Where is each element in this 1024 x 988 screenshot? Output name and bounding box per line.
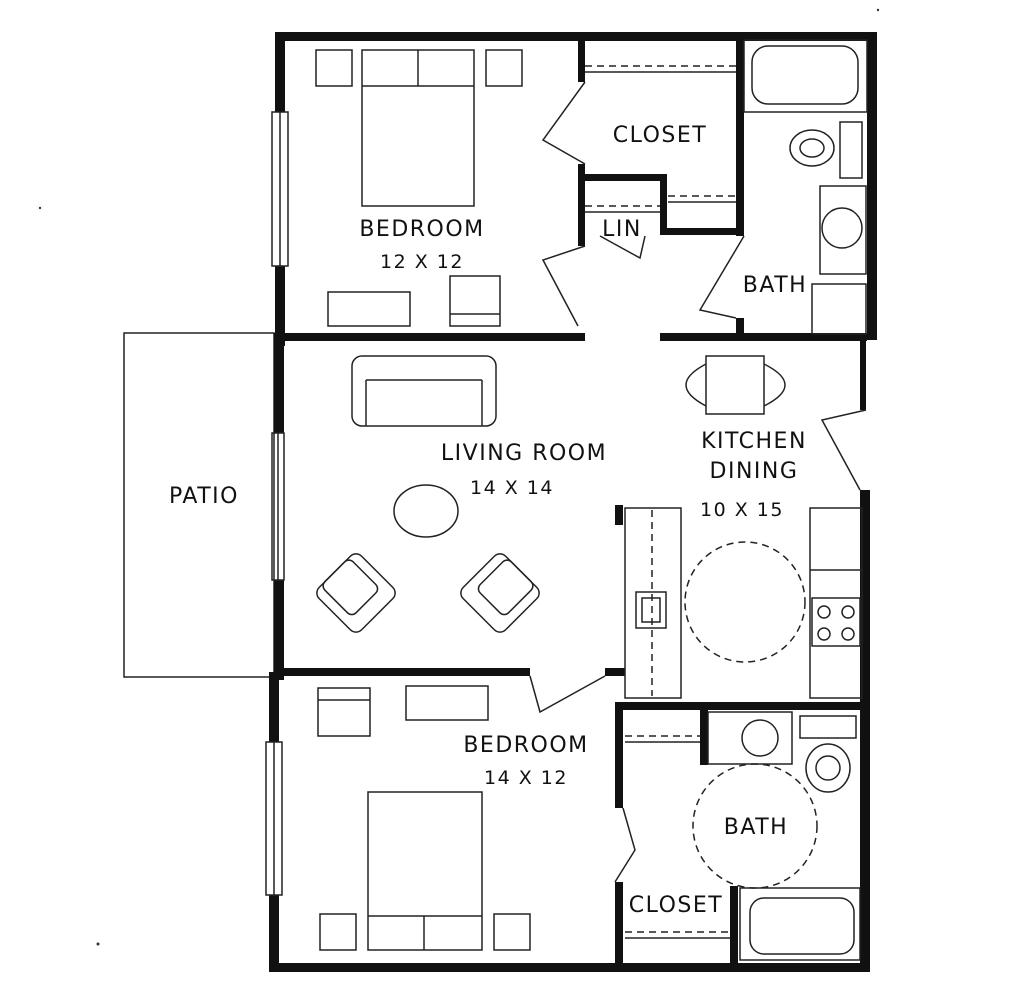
- bedroom-top-label: BEDROOM: [359, 217, 484, 242]
- kitchen-dims: 10 X 15: [700, 499, 784, 521]
- closet-bottom-label: CLOSET: [629, 893, 723, 918]
- closet-bottom-shelves: [625, 735, 730, 939]
- patio: PATIO: [123, 332, 275, 678]
- interior-walls: [275, 36, 867, 968]
- living-room-dims: 14 X 14: [470, 477, 554, 499]
- scan-specks: [38, 8, 880, 946]
- bedroom-bottom-label: BEDROOM: [463, 733, 588, 758]
- bath-bottom-fixtures: [692, 711, 861, 961]
- exterior-walls: [269, 32, 877, 972]
- bath-bottom-label: BATH: [724, 815, 788, 840]
- windows: [265, 111, 289, 896]
- bedroom-bottom-furniture: [317, 685, 531, 951]
- kitchen-dining-fixtures: [624, 355, 863, 699]
- living-room-furniture: [316, 355, 540, 633]
- doors: [529, 81, 867, 883]
- bath-top-label: BATH: [743, 273, 807, 298]
- closet-top-shelves: [585, 65, 736, 213]
- room-labels: BEDROOM 12 X 12 CLOSET LIN BATH LIVING R…: [359, 123, 807, 918]
- linen-label: LIN: [602, 217, 642, 242]
- patio-label: PATIO: [169, 484, 239, 509]
- bedroom-top-furniture: [315, 49, 523, 327]
- closet-top-label: CLOSET: [613, 123, 707, 148]
- bath-top-fixtures: [743, 39, 868, 335]
- bedroom-top-dims: 12 X 12: [380, 251, 464, 273]
- living-room-label: LIVING ROOM: [441, 441, 607, 466]
- kitchen-label: KITCHEN: [701, 429, 807, 454]
- dining-label: DINING: [710, 459, 799, 484]
- bedroom-bottom-dims: 14 X 12: [484, 767, 568, 789]
